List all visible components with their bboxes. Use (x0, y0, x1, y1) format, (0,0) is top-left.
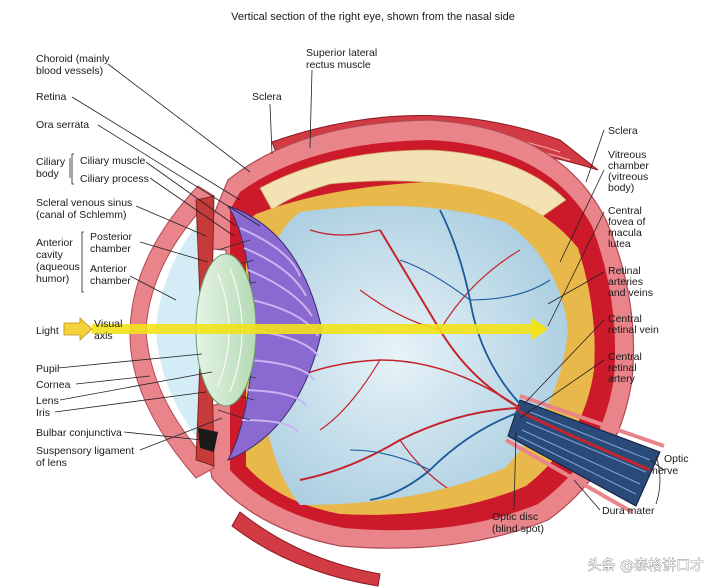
label-ora-serrata: Ora serrata (36, 119, 89, 131)
optic-nerve-fibers (517, 411, 651, 495)
vitreous-body (254, 205, 568, 505)
watermark-text: 头条 @泰格讲口才 (588, 557, 704, 574)
ciliary-body-segments (239, 227, 319, 433)
visual-axis-arrowhead (532, 318, 548, 340)
label-lens: Lens (36, 395, 59, 407)
label-sclera-right: Sclera (608, 125, 638, 137)
label-cornea: Cornea (36, 379, 71, 391)
cornea (129, 185, 215, 479)
label-retina: Retina (36, 91, 67, 103)
anterior-cavity-bracket (81, 231, 84, 293)
ciliary-bracket (71, 153, 74, 185)
label-iris: Iris (36, 407, 50, 419)
sclera-inner-band (259, 149, 567, 219)
label-scleral-sinus: Scleral venous sinus(canal of Schlemm) (36, 197, 132, 221)
label-ciliary-process: Ciliary process (80, 173, 149, 185)
label-dura-mater: Dura mater (602, 505, 655, 517)
conjunctiva-fold (198, 428, 218, 452)
label-sclera-top: Sclera (252, 91, 282, 103)
label-ciliary-muscle: Ciliary muscle (80, 155, 146, 167)
optic-nerve (507, 399, 661, 507)
inferior-muscle (231, 511, 381, 587)
label-pupil: Pupil (36, 363, 59, 375)
dura-mater-sheath (505, 394, 665, 514)
left-leader-lines (54, 63, 261, 451)
visual-axis-beam (92, 324, 532, 334)
other-leader-lines (269, 69, 665, 511)
label-optic-disc: Optic disc(blind spot) (492, 511, 544, 535)
central-artery-in-nerve (515, 408, 651, 472)
label-bulbar-conjunctiva: Bulbar conjunctiva (36, 427, 122, 439)
light-arrow (63, 317, 93, 341)
label-light: Light (36, 325, 59, 337)
diagram-title: Vertical section of the right eye, shown… (231, 11, 515, 23)
